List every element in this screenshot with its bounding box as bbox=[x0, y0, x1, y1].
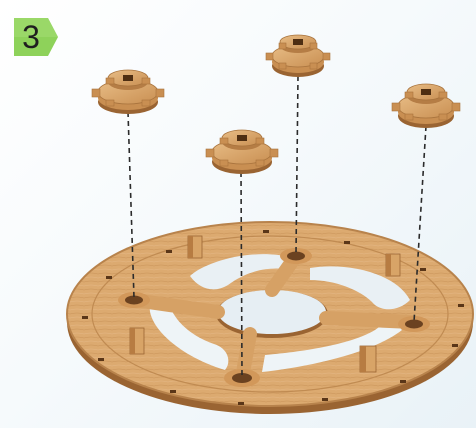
tab-post-1 bbox=[188, 236, 202, 258]
tab-post-4 bbox=[360, 346, 376, 372]
gear-top-middle bbox=[266, 35, 330, 77]
tab-post-3 bbox=[130, 328, 144, 354]
gear-top-left bbox=[92, 70, 164, 114]
tab-post-2 bbox=[386, 254, 400, 276]
wooden-base-ring bbox=[67, 222, 473, 414]
gear-top-right bbox=[392, 84, 460, 128]
guide-line-center bbox=[241, 172, 242, 376]
gear-center bbox=[206, 130, 278, 174]
